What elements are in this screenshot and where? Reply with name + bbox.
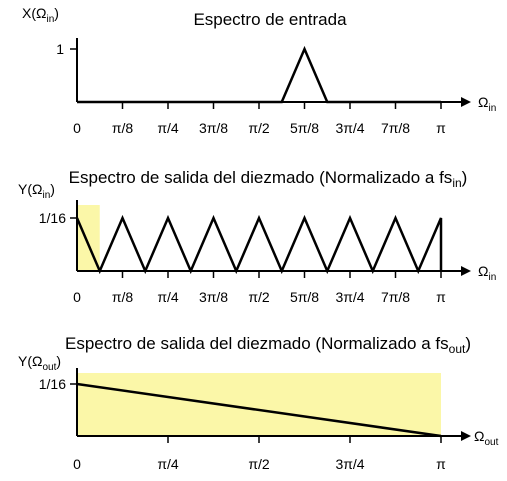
- x-tick-label: 0: [73, 289, 81, 305]
- x-ticks: 0 π/8 π/4 3π/8 π/2 5π/8 3π/4 7π/8 π: [73, 271, 446, 305]
- passband-highlight: [77, 373, 441, 436]
- panel-output-fsin: Espectro de salida del diezmado (Normali…: [18, 168, 496, 305]
- x-tick-label: π/2: [248, 120, 270, 136]
- x-tick-label: π: [436, 456, 446, 472]
- x-tick-label: 5π/8: [290, 120, 319, 136]
- x-tick-label: 3π/4: [335, 289, 364, 305]
- x-tick-label: π: [436, 289, 446, 305]
- x-tick-label: π/4: [157, 289, 179, 305]
- x-tick-label: 3π/8: [199, 120, 228, 136]
- x-tick-label: π/2: [248, 456, 270, 472]
- input-spectrum-curve: [77, 45, 441, 104]
- y-axis-label: Y(Ωout): [18, 353, 61, 373]
- x-tick-label: 3π/8: [199, 289, 228, 305]
- x-axis-arrow: [461, 431, 471, 441]
- y-axis-label: Y(Ωin): [18, 181, 55, 201]
- x-axis-label: Ωin: [478, 94, 496, 114]
- x-tick-label: 0: [73, 120, 81, 136]
- panel-input-spectrum: Espectro de entrada X(Ωin) 1 0 π/8 π/4 3π/8…: [22, 5, 496, 136]
- y-axis-label: X(Ωin): [22, 5, 59, 25]
- x-tick-label: π/2: [248, 289, 270, 305]
- x-axis-arrow: [461, 266, 471, 276]
- panel-output-fsout: Espectro de salida del diezmado (Normali…: [18, 334, 499, 472]
- panel-title: Espectro de entrada: [193, 10, 347, 29]
- output-spectrum-curve: [76, 382, 442, 438]
- y-tick-label: 1/16: [39, 210, 66, 226]
- x-tick-label: 3π/4: [335, 456, 364, 472]
- x-tick-label: π/8: [112, 289, 134, 305]
- panel-title: Espectro de salida del diezmado (Normali…: [65, 334, 471, 356]
- x-ticks: 0 π/4 π/2 3π/4 π: [73, 436, 446, 472]
- x-axis-arrow: [461, 97, 471, 107]
- panel-title: Espectro de salida del diezmado (Normali…: [69, 168, 468, 190]
- x-tick-label: π/8: [112, 120, 134, 136]
- y-tick-label: 1/16: [39, 376, 66, 392]
- x-tick-label: 3π/4: [335, 120, 364, 136]
- x-tick-label: π: [436, 120, 446, 136]
- y-tick-label: 1: [56, 41, 64, 57]
- x-axis-label: Ωin: [478, 263, 496, 283]
- x-ticks: 0 π/8 π/4 3π/8 π/2 5π/8 3π/4 7π/8 π: [73, 102, 446, 136]
- x-tick-label: 7π/8: [381, 120, 410, 136]
- passband-highlight: [77, 205, 100, 271]
- x-tick-label: π/4: [157, 456, 179, 472]
- x-tick-label: 0: [73, 456, 81, 472]
- x-tick-label: π/4: [157, 120, 179, 136]
- x-tick-label: 7π/8: [381, 289, 410, 305]
- aliased-spectrum-curve: [75, 214, 443, 275]
- x-tick-label: 5π/8: [290, 289, 319, 305]
- x-axis-label: Ωout: [474, 428, 499, 448]
